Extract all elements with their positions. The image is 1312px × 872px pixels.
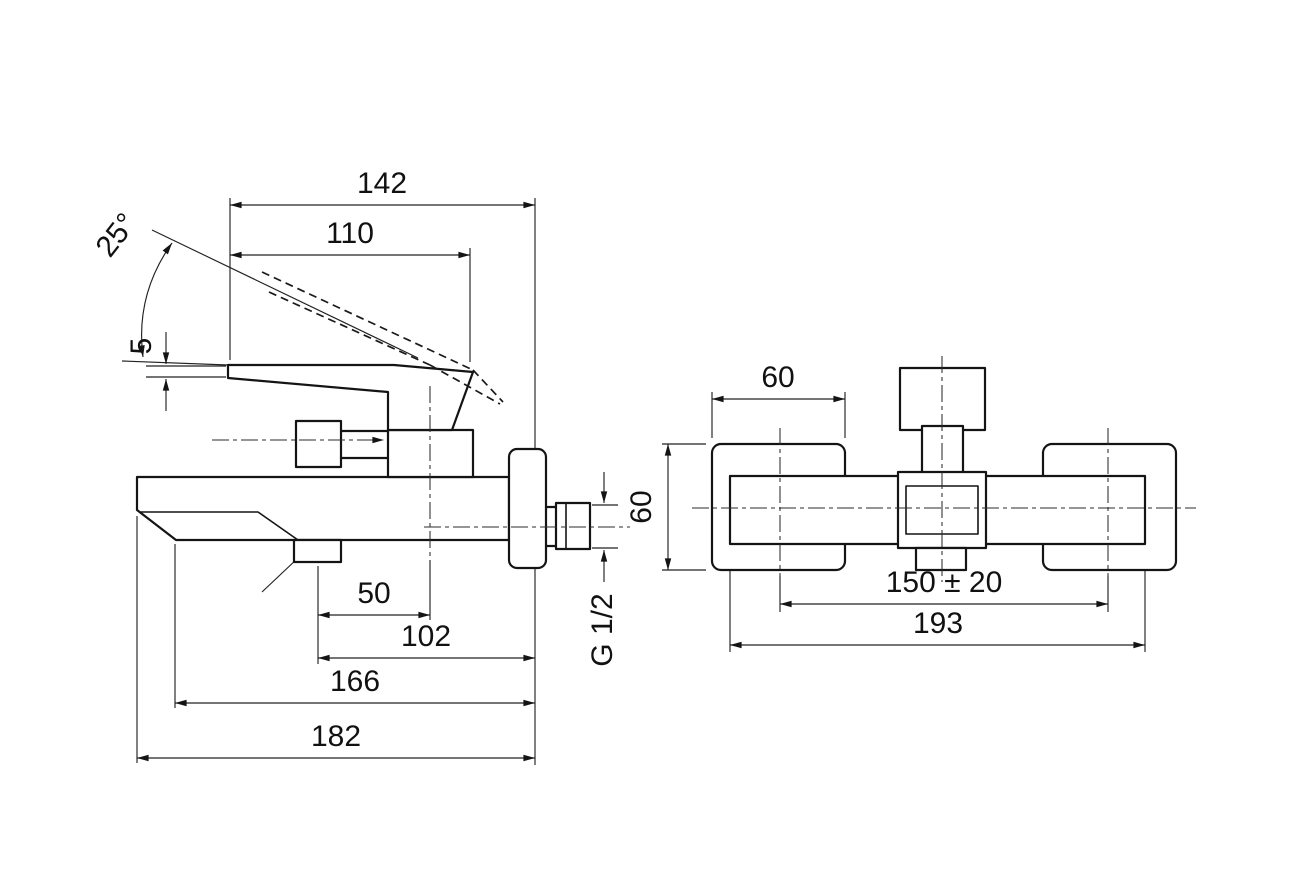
spout-body	[135, 475, 511, 542]
thread-connector	[554, 501, 592, 551]
side-view: 142 110 25° 5 50 102 166 182 G 1/2	[90, 167, 630, 765]
aerator-leader-line	[261, 557, 299, 593]
dim-label-60-width: 60	[761, 361, 794, 394]
front-view-part	[710, 366, 1178, 572]
front-centerlines	[692, 356, 1196, 582]
dim-label-50: 50	[357, 577, 390, 610]
dim-label-thread: G 1/2	[586, 593, 619, 666]
side-centerlines	[212, 386, 630, 556]
dim-label-182: 182	[311, 720, 361, 753]
angle-arc	[138, 242, 173, 358]
side-view-part	[135, 363, 592, 570]
dim-label-193: 193	[913, 607, 963, 640]
front-dimension-labels: 60 60 150 ± 20 193	[625, 361, 1002, 640]
spout-inner-edge	[140, 511, 299, 541]
dim-label-142: 142	[357, 167, 407, 200]
front-dimension-lines	[662, 392, 1146, 652]
dim-label-166: 166	[330, 665, 380, 698]
lever-open-position-dashed	[261, 271, 504, 405]
spout-front	[914, 546, 968, 572]
dim-label-102: 102	[401, 620, 451, 653]
lever-handle	[226, 363, 475, 432]
dim-label-150-20: 150 ± 20	[886, 566, 1003, 599]
dim-label-5: 5	[125, 338, 158, 355]
aerator	[292, 538, 343, 564]
wall-flange	[507, 447, 548, 570]
dim-label-110: 110	[326, 217, 374, 250]
side-dimension-lines	[121, 198, 618, 765]
diverter-knob	[294, 419, 343, 469]
dim-label-60-height: 60	[625, 490, 658, 523]
dim-label-25deg: 25°	[90, 207, 144, 263]
front-view: 60 60 150 ± 20 193	[625, 356, 1196, 652]
